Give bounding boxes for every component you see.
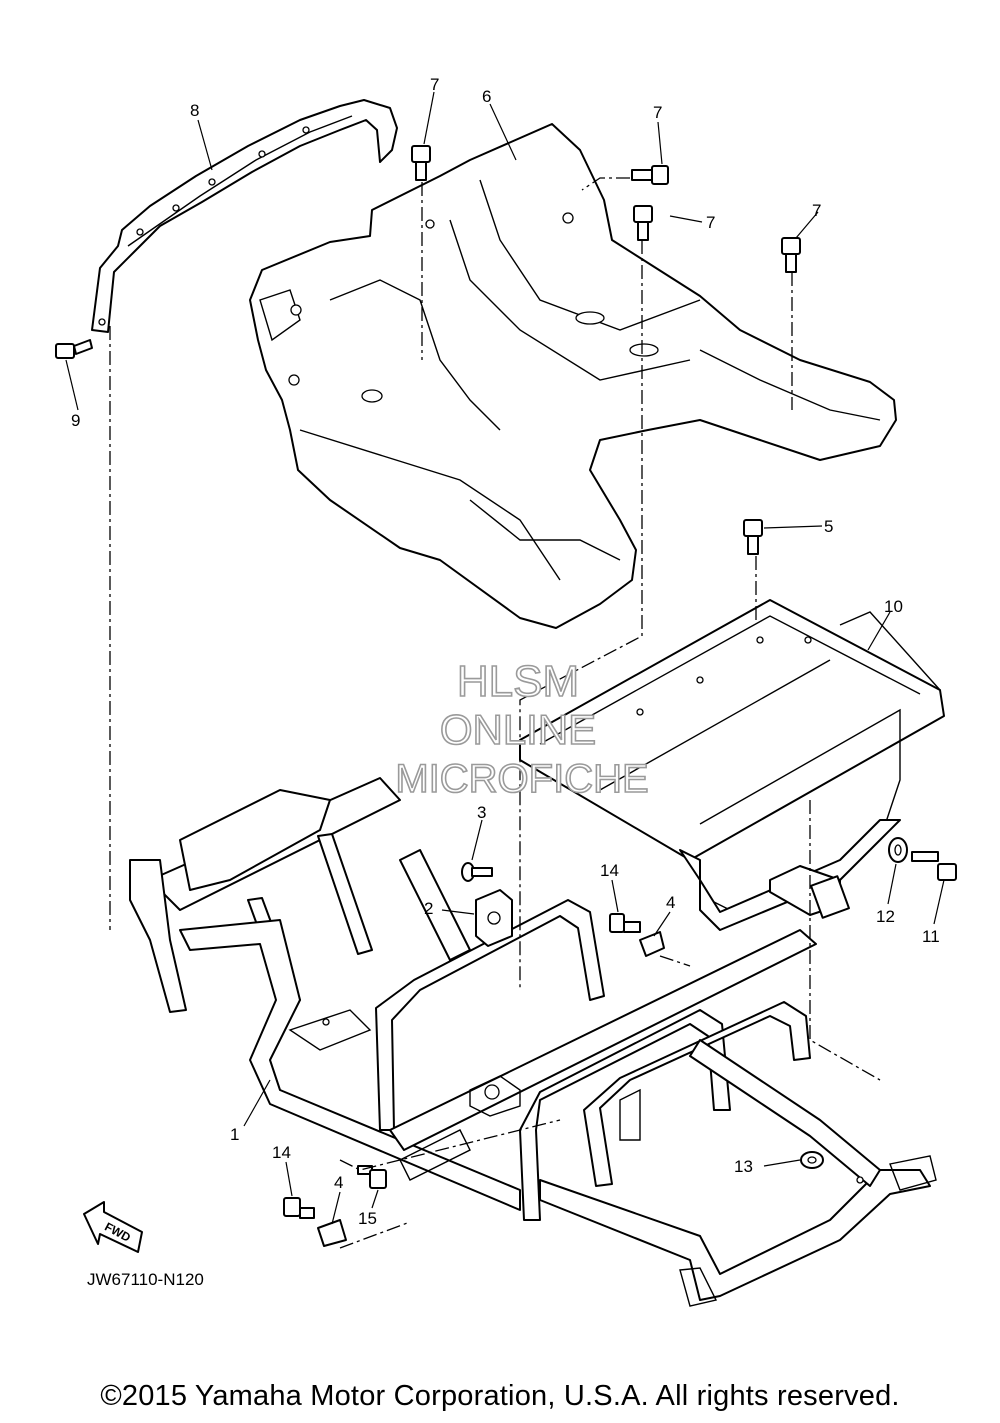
- callout-5: 5: [824, 517, 833, 536]
- callout-11: 11: [922, 927, 940, 946]
- callout-7-a: 7: [430, 75, 439, 94]
- diagram-code: JW67110-N120: [87, 1270, 204, 1289]
- callout-2: 2: [424, 899, 433, 918]
- callout-15: 15: [358, 1209, 377, 1228]
- watermark-line-1: HLSM: [457, 657, 579, 706]
- watermark-line-2: ONLINE: [440, 706, 596, 753]
- main-frame-part-1: [129, 777, 937, 1307]
- alignment-lines: [109, 177, 881, 1249]
- bolt-part-5: [743, 519, 763, 555]
- callout-6: 6: [482, 87, 491, 106]
- callout-10: 10: [884, 597, 903, 616]
- callout-12: 12: [876, 907, 895, 926]
- callout-4-b: 4: [334, 1173, 343, 1192]
- pin-part-3: [461, 862, 493, 882]
- callout-14-b: 14: [272, 1143, 291, 1162]
- callout-7-d: 7: [812, 201, 821, 220]
- bolt-part-7-d: [781, 237, 801, 273]
- bolt-part-7-b: [631, 165, 669, 185]
- callout-numbers: 8 9 7 6 7 7 7 5 10 3 2 14 4 12 11 1 13 1…: [71, 75, 940, 1228]
- callout-7-b: 7: [653, 103, 662, 122]
- washer-part-12: [888, 837, 908, 863]
- bolt-part-7-a: [411, 145, 431, 181]
- leader-lines: [65, 91, 945, 1225]
- fwd-arrow-icon: FWD: [83, 1201, 143, 1253]
- watermark-line-3: MICROFICHE: [395, 757, 648, 801]
- bolt-part-15: [357, 1165, 387, 1189]
- bracket-part-4-a: [639, 931, 665, 957]
- bed-subframe-part-10: [519, 599, 945, 931]
- callout-3: 3: [477, 803, 486, 822]
- bolt-part-11: [911, 851, 957, 881]
- bolt-part-14-a: [609, 913, 641, 933]
- copyright-notice: ©2015 Yamaha Motor Corporation, U.S.A. A…: [100, 1380, 900, 1412]
- callout-9: 9: [71, 411, 80, 430]
- callout-1: 1: [230, 1125, 239, 1144]
- bolt-part-14-b: [283, 1197, 315, 1219]
- floor-panel-part-6: [249, 123, 897, 629]
- bolt-part-9: [55, 339, 93, 359]
- plate-part-2: [475, 889, 513, 947]
- callout-7-c: 7: [706, 213, 715, 232]
- nut-part-13: [800, 1151, 824, 1169]
- bolt-part-7-c: [633, 205, 653, 241]
- callout-8: 8: [190, 101, 199, 120]
- rail-guard-part-8: [91, 99, 398, 333]
- callout-4-a: 4: [666, 893, 675, 912]
- callout-14-a: 14: [600, 861, 619, 880]
- watermark: HLSM ONLINE MICROFICHE: [395, 656, 650, 802]
- callout-13: 13: [734, 1157, 753, 1176]
